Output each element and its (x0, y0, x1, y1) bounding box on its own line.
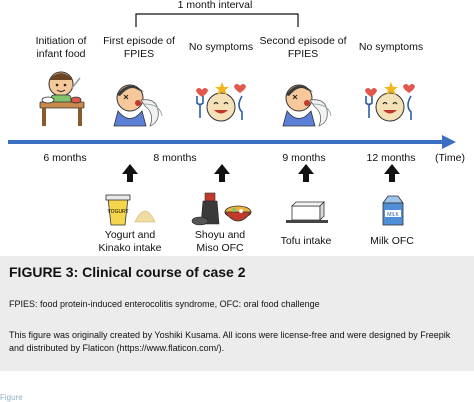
timeline-arrow (8, 135, 456, 149)
caption-panel (0, 256, 474, 371)
up-arrow-icon (298, 164, 314, 182)
up-arrow-icon (384, 164, 400, 182)
challenge-label-yogurt: Yogurt and Kinako intake (90, 229, 170, 254)
interval-label: 1 month interval (177, 0, 253, 11)
event-label-second-episode: Second episode of FPIES (258, 35, 348, 60)
tick-label: 12 months (366, 152, 416, 164)
tick-label: 8 months (153, 152, 197, 164)
event-label-line: FPIES (123, 47, 155, 60)
event-label-initiation: Initiation of infant food (30, 35, 92, 60)
child-eating-icon (39, 71, 85, 126)
interval-bracket (135, 13, 299, 27)
event-label-first-episode: First episode of FPIES (100, 35, 178, 60)
credit-note: This figure was originally created by Yo… (9, 330, 451, 353)
happy-face-icon (365, 82, 415, 122)
challenge-label-line: Tofu intake (280, 235, 332, 247)
vomiting-child-icon (113, 84, 163, 127)
challenge-label-shoyu: Shoyu and Miso OFC (180, 229, 260, 254)
challenge-label-line: Kinako intake (98, 241, 162, 254)
challenge-label-milk: Milk OFC (352, 235, 432, 248)
challenge-label-line: Shoyu and (194, 229, 246, 241)
shoyu-miso-icon (191, 192, 252, 226)
figure-title: FIGURE 3: Clinical course of case 2 (9, 264, 246, 280)
event-label-line: First episode of (103, 35, 175, 47)
event-label-line: infant food (36, 47, 86, 60)
tofu-icon (286, 201, 328, 223)
event-label-line: Second episode of (259, 35, 347, 47)
event-label-line: No symptoms (188, 41, 254, 53)
vomiting-child-icon (282, 84, 332, 127)
event-label-line: No symptoms (358, 41, 424, 53)
event-label-line: Initiation of (35, 35, 87, 47)
happy-face-icon (196, 82, 246, 122)
milk-text: MILK (387, 212, 399, 218)
yogurt-text: YOGURT (107, 209, 128, 215)
challenge-label-line: Miso OFC (196, 241, 244, 254)
tick-label: 6 months (43, 152, 87, 164)
challenge-label-line: Yogurt and (104, 229, 156, 241)
yogurt-kinako-icon: YOGURT (105, 194, 156, 226)
challenge-label-tofu: Tofu intake (266, 235, 346, 248)
milk-icon: MILK (382, 195, 404, 226)
abbreviation-note: FPIES: food protein-induced enterocoliti… (9, 299, 320, 309)
time-axis-label: (Time) (435, 152, 465, 164)
event-label-no-symptoms-1: No symptoms (186, 41, 256, 54)
event-label-line: FPIES (287, 47, 319, 60)
challenge-label-line: Milk OFC (370, 235, 414, 247)
up-arrow-icon (122, 164, 138, 182)
event-label-no-symptoms-2: No symptoms (356, 41, 426, 54)
cut-off-text: Figure (0, 393, 23, 402)
diagram-graphics: YOGURT MILK (8, 13, 456, 226)
tick-label: 9 months (282, 152, 326, 164)
up-arrow-icon (214, 164, 230, 182)
